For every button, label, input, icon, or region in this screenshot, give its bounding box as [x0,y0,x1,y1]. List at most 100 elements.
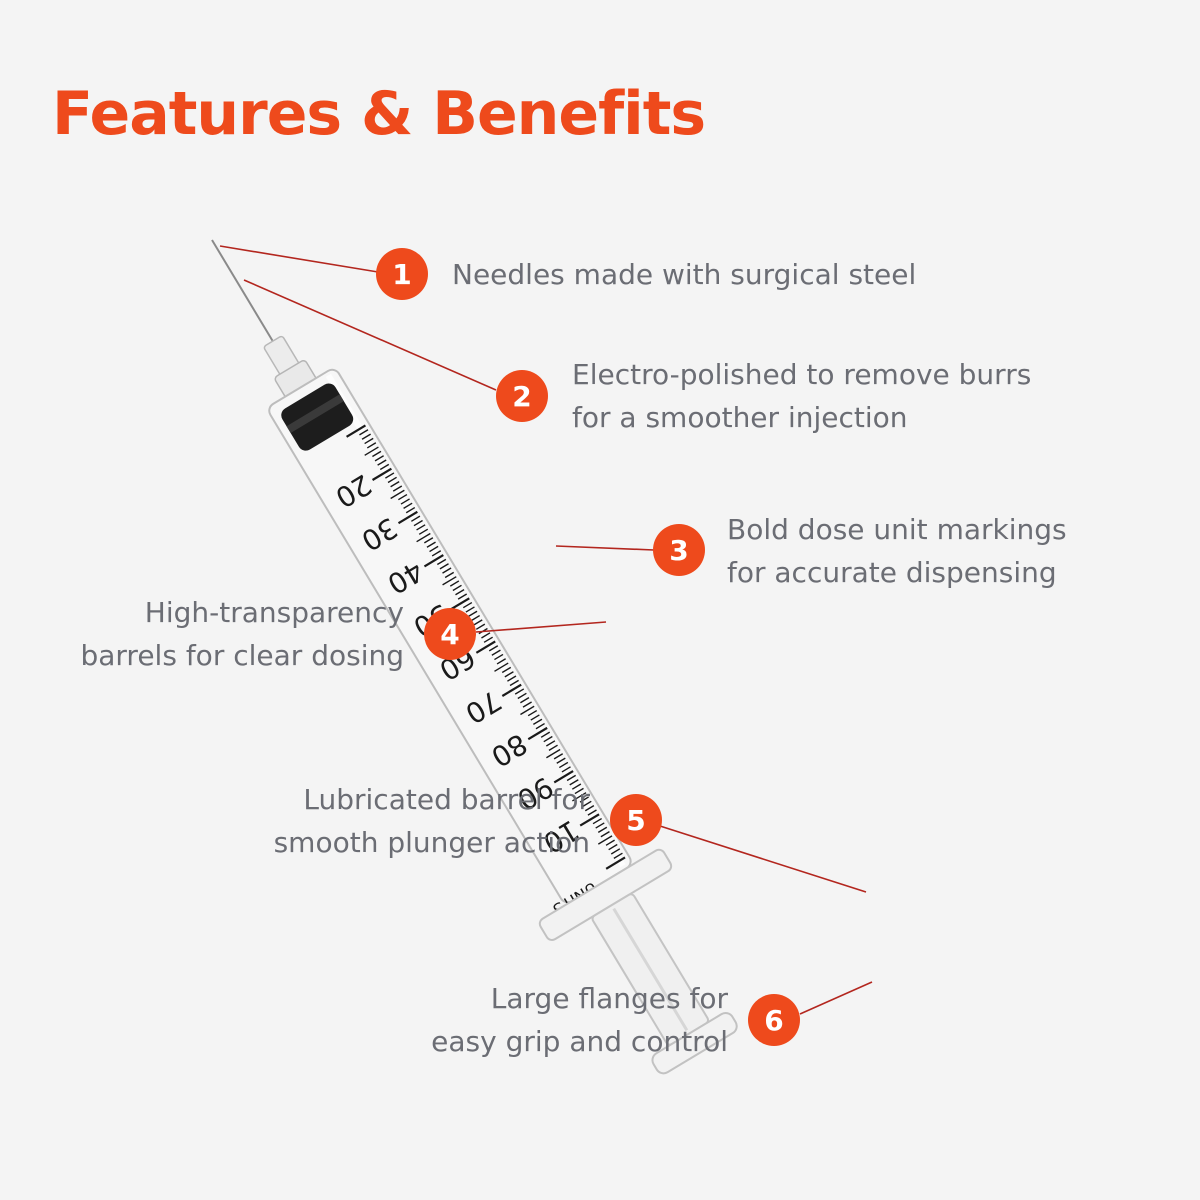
feature-2-line-2: for a smoother injection [572,401,908,434]
syringe: 203040506070809010UNITS [211,239,738,1075]
scale-tick [504,671,514,678]
feature-6-line-2: easy grip and control [431,1025,728,1058]
badge-6: 6 [748,994,800,1046]
scale-tick [442,576,457,586]
scale-tick [558,761,569,769]
scale-tick [364,437,374,445]
scale-tick [605,839,615,846]
scale-tick [600,830,610,838]
scale-tick [423,554,444,568]
scale-tick [390,489,405,500]
scale-tick [574,787,584,795]
feature-4-text: High-transparency barrels for clear dosi… [80,591,404,677]
scale-tick [455,589,465,596]
scale-tick [379,463,390,471]
feature-3-line-1: Bold dose unit markings [727,513,1067,546]
badge-1: 1 [376,248,428,300]
scale-tick [413,519,423,527]
feature-1-line-1: Needles made with surgical steel [452,258,917,291]
feature-4-line-1: High-transparency [144,596,404,629]
scale-tick [561,766,571,773]
scale-tick [540,731,551,738]
scale-tick [517,692,527,700]
scale-tick [553,770,574,784]
scale-tick [431,550,442,557]
scale-tick [468,610,478,617]
scale-tick [535,722,545,730]
scale-tick [488,645,499,652]
badge-4-number: 4 [440,618,459,651]
scale-tick [546,748,561,759]
scale-tick [481,632,491,639]
scale-tick [449,580,460,587]
leader-line-2 [243,279,497,391]
scale-tick [452,584,462,592]
scale-tick [530,714,540,721]
scale-tick [514,688,525,695]
scale-tick [475,640,496,654]
scale-tick [457,593,468,600]
scale-tick [597,835,613,845]
badge-2-number: 2 [512,380,531,413]
scale-tick [543,735,553,743]
feature-5-line-2: smooth plunger action [273,826,590,859]
feature-3-line-2: for accurate dispensing [727,556,1057,589]
scale-tick [483,636,494,643]
scale-tick [582,800,592,808]
scale-tick [545,740,556,747]
scale-tick [501,683,522,697]
scale-tick [436,558,447,566]
badge-3: 3 [653,524,705,576]
leader-line-1 [219,245,379,273]
scale-tick [346,424,367,438]
scale-tick [579,796,590,803]
scale-tick [571,783,582,790]
scale-tick [400,498,410,505]
scale-tick [426,541,436,548]
scale-tick [608,843,618,851]
page-title: Features & Benefits [52,79,706,149]
scale-tick [470,614,481,622]
scale-tick [553,753,564,760]
needle [211,239,275,344]
badge-6-number: 6 [764,1004,783,1037]
badge-5: 5 [610,794,662,846]
scale-tick [494,653,504,661]
scale-tick [605,856,626,870]
scale-tick [364,446,379,456]
scale-tick [397,510,418,525]
scale-tick [520,697,530,704]
scale-tick [418,528,429,535]
scale-tick [597,826,608,833]
scale-tick [566,774,577,782]
leader-line-5 [659,825,867,893]
scale-tick [423,537,434,544]
scale-tick [377,459,387,466]
scale-tick [359,429,369,436]
feature-1-text: Needles made with surgical steel [452,253,916,296]
feature-2-line-1: Electro-polished to remove burrs [572,358,1032,391]
scale-tick [439,563,449,570]
scale-tick [569,779,579,786]
feature-3-text: Bold dose unit markings for accurate dis… [727,508,1067,594]
thumb-press [651,1012,738,1075]
leader-line-6 [799,981,873,1015]
feature-5-text: Lubricated barrel for smooth plunger act… [274,778,590,864]
scale-tick [387,476,397,484]
scale-tick [592,817,602,825]
feature-4-line-2: barrels for clear dosing [80,639,404,672]
badge-4: 4 [424,608,476,660]
scale-tick [507,675,517,682]
scale-tick [385,472,395,479]
feature-6-text: Large flanges for easy grip and control [431,977,728,1063]
scale-tick [403,502,413,509]
leader-lines [219,245,873,1015]
scale-tick [556,757,566,764]
scale-tick [494,662,509,672]
scale-tick [587,809,597,816]
scale-tick [444,571,455,579]
scale-tick [572,792,587,802]
scale-tick [449,597,470,611]
feature-6-line-1: Large flanges for [490,982,728,1015]
scale-tick [462,601,473,609]
